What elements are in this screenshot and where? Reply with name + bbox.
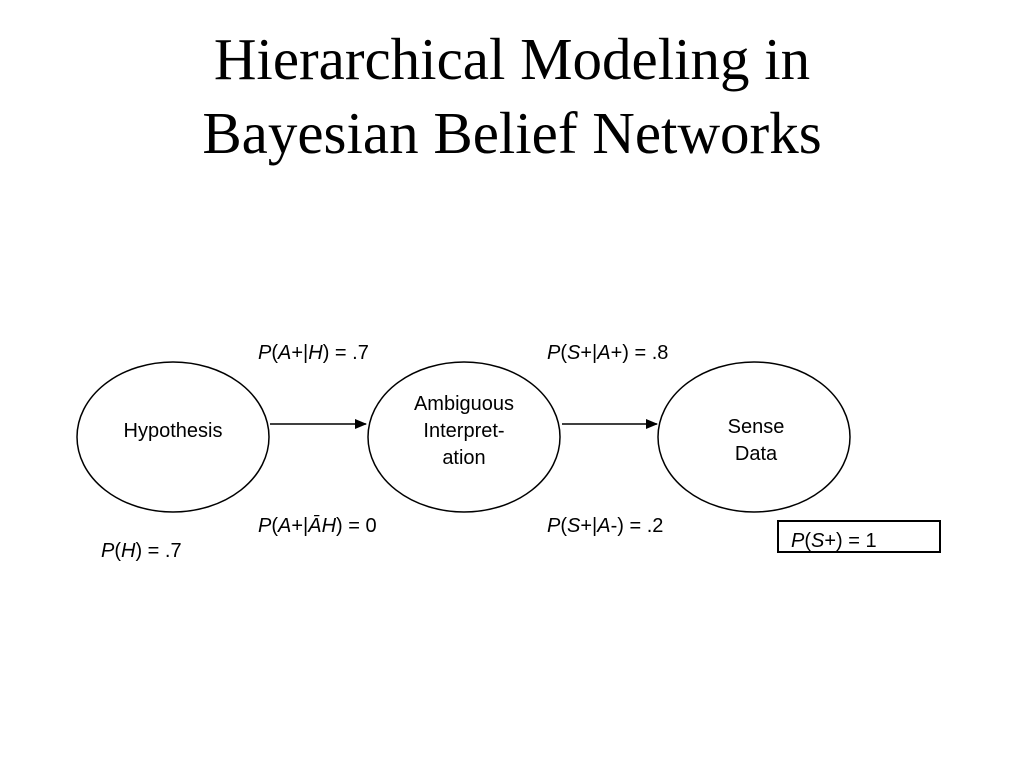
prob-text-part: P — [547, 342, 561, 364]
prob-h: P(H) = .7 — [101, 539, 182, 563]
prob-text-part: ( — [804, 530, 812, 552]
prob-s-evidence: P(S+) = 1 — [791, 529, 877, 553]
prob-text-part: P — [547, 515, 561, 537]
ambiguous-label-line-3: ation — [442, 447, 486, 469]
prob-text-part: A — [278, 342, 292, 364]
prob-text-part: +) = 1 — [824, 530, 877, 552]
prob-text-part: P — [258, 342, 272, 364]
prob-text-part: +| — [580, 515, 598, 537]
prob-text-part: +| — [580, 342, 598, 364]
ambiguous-label-line-1: Ambiguous — [413, 393, 515, 415]
prob-text-part: ( — [271, 515, 279, 537]
ambiguous-label-line-2: Interpret- — [423, 420, 505, 442]
prob-text-part: ( — [560, 515, 568, 537]
prob-text-part: A — [597, 342, 611, 364]
prob-text-part: +) = .8 — [610, 342, 669, 364]
prob-text-part: S — [567, 515, 581, 537]
ambiguous-interpretation-label: Ambiguous Interpret- ation — [384, 391, 544, 472]
sense-label-line-1: Sense — [727, 416, 785, 438]
prob-text-part: S — [567, 342, 581, 364]
title-line-1: Hierarchical Modeling in — [213, 26, 811, 92]
prob-text-part: ) = .7 — [135, 540, 182, 562]
prob-text-part: ( — [271, 342, 279, 364]
prob-text-part: P — [791, 530, 805, 552]
prob-text-part: ) = .7 — [322, 342, 369, 364]
prob-text-part: P — [101, 540, 115, 562]
sense-label-line-2: Data — [734, 443, 778, 465]
prob-text-part: A — [278, 515, 292, 537]
prob-text-part: ( — [114, 540, 122, 562]
ambiguous-interpretation-node — [367, 361, 561, 513]
evidence-box: P(S+) = 1 — [777, 520, 941, 553]
hypothesis-label: Hypothesis — [123, 420, 223, 442]
prob-text-part: +| — [291, 342, 309, 364]
prob-text-part: H — [308, 342, 323, 364]
prob-text-part: ) = 0 — [336, 515, 377, 537]
prob-text-part: S — [811, 530, 825, 552]
prob-s-given-not-a: P(S+|A-) = .2 — [547, 514, 663, 538]
slide-title: Hierarchical Modeling in Bayesian Belief… — [0, 22, 1024, 170]
prob-text-part: P — [258, 515, 272, 537]
prob-a-given-h: P(A+|H) = .7 — [258, 341, 369, 365]
prob-text-part: A — [597, 515, 611, 537]
prob-text-part: -) = .2 — [610, 515, 664, 537]
prob-text-part: H — [121, 540, 136, 562]
prob-text-part: ĀH — [308, 515, 337, 537]
title-line-2: Bayesian Belief Networks — [202, 100, 822, 166]
prob-a-given-not-h: P(A+|ĀH) = 0 — [258, 514, 377, 538]
prob-text-part: +| — [291, 515, 309, 537]
prob-s-given-a: P(S+|A+) = .8 — [547, 341, 668, 365]
sense-data-label: Sense Data — [676, 414, 836, 468]
prob-text-part: ( — [560, 342, 568, 364]
hypothesis-node — [76, 361, 270, 513]
sense-data-node — [657, 361, 851, 513]
